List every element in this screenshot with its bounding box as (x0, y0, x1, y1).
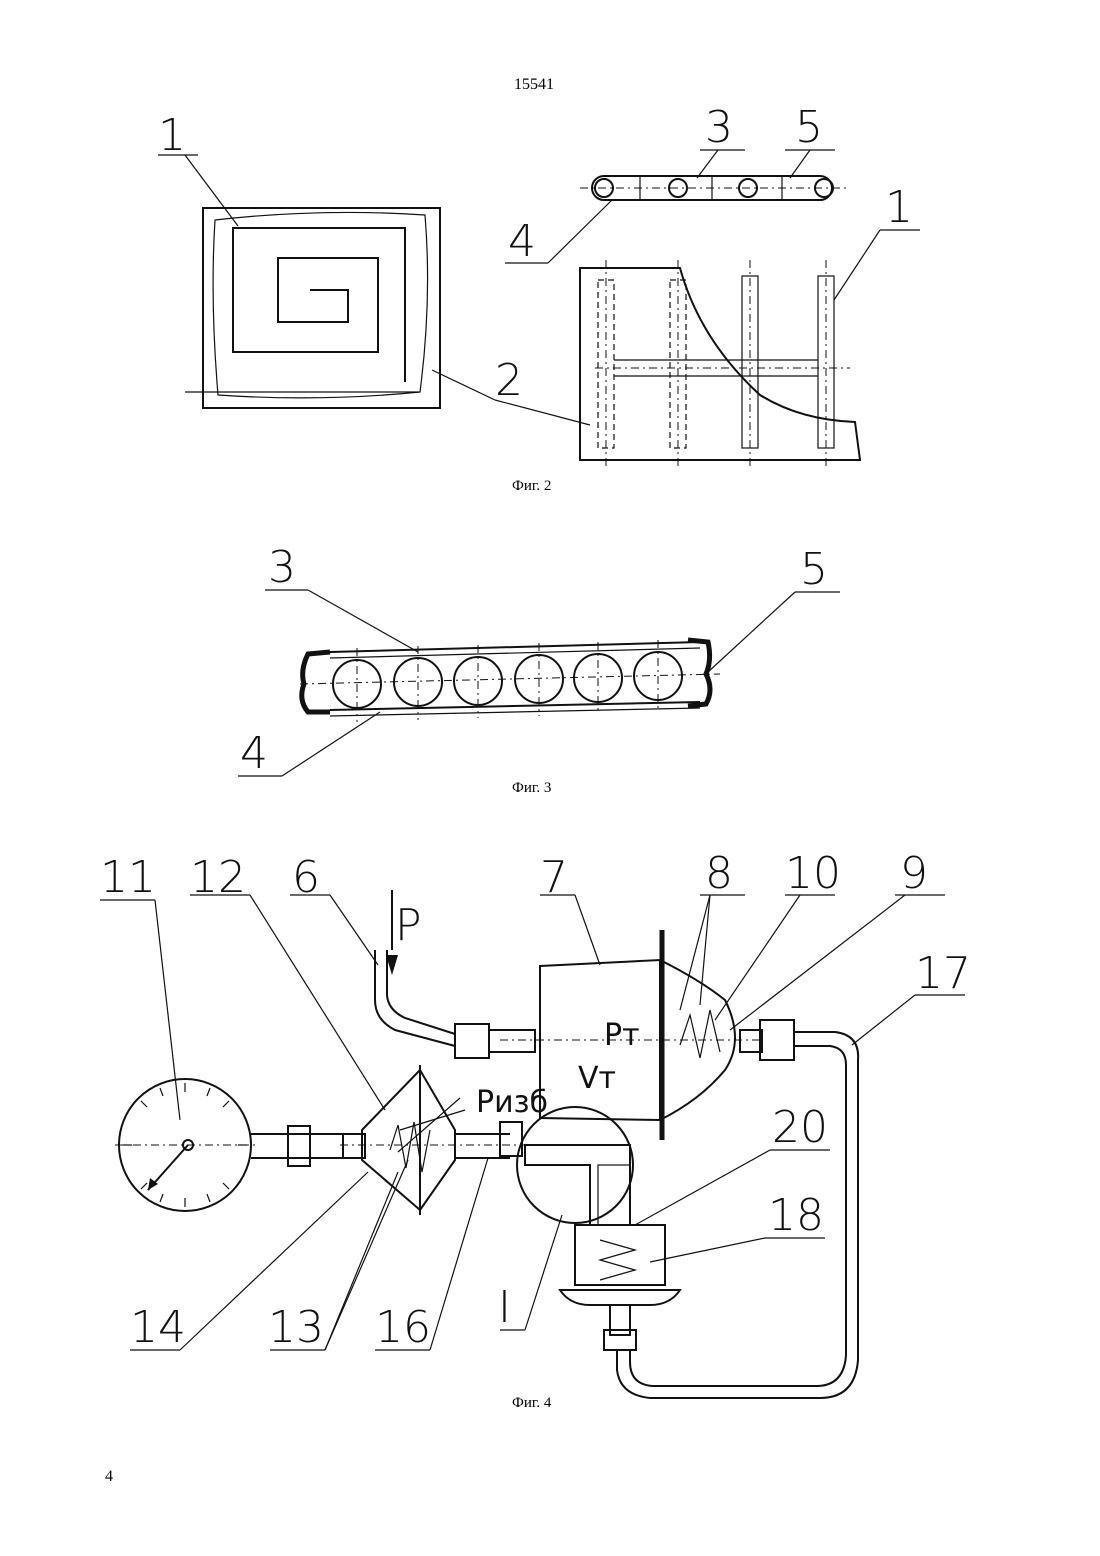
fig4-label-i: I (498, 1282, 511, 1333)
fig4-label-13: 13 (268, 1302, 324, 1353)
fig4-label-16: 16 (375, 1302, 431, 1353)
fig4-label-11: 11 (100, 852, 156, 903)
figure-4-drawing: 11 12 6 P 7 8 10 9 17 Pт Vт Pизб 20 18 I… (0, 0, 1100, 1420)
fig4-label-pt: Pт (604, 1018, 640, 1053)
page-number-footer: 4 (105, 1468, 113, 1486)
fig4-label-10: 10 (785, 848, 841, 899)
fig4-label-p-izb: Pизб (476, 1085, 548, 1120)
figure-4-caption: Фиг. 4 (512, 1395, 551, 1412)
fig4-label-18: 18 (768, 1190, 824, 1241)
fig4-label-12: 12 (190, 852, 246, 903)
fig4-label-p: P (395, 900, 422, 951)
fig4-label-14: 14 (130, 1302, 186, 1353)
fig4-label-vt: Vт (578, 1061, 616, 1096)
fig4-label-17: 17 (915, 948, 971, 999)
fig4-label-7: 7 (540, 852, 568, 903)
fig4-label-20: 20 (772, 1102, 828, 1153)
fig4-label-9: 9 (900, 848, 928, 899)
fig4-label-8: 8 (705, 848, 733, 899)
fig4-label-6: 6 (292, 852, 320, 903)
